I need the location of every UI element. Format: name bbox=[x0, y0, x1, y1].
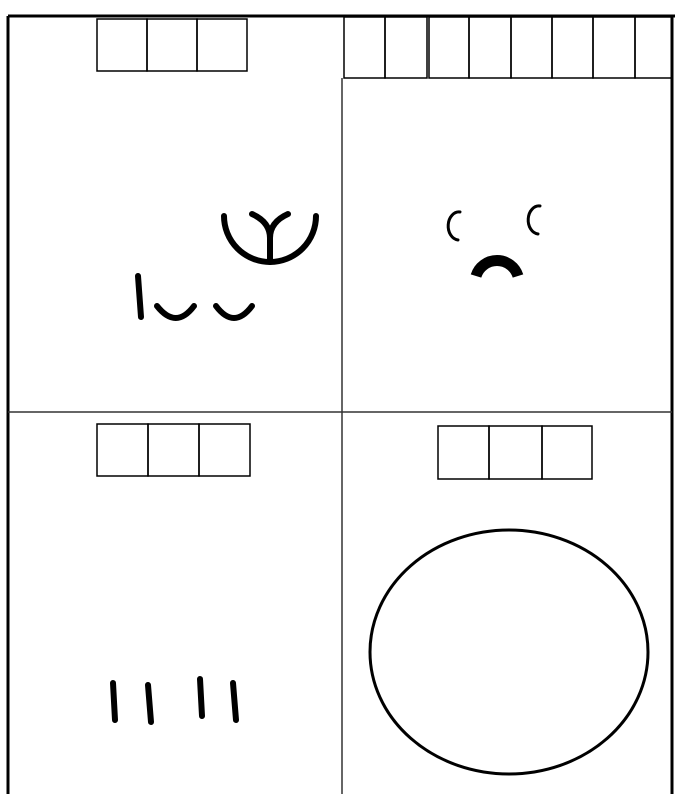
vertical-stroke bbox=[138, 276, 141, 317]
answer-box bbox=[438, 426, 489, 479]
left-eye-arc bbox=[448, 212, 460, 240]
box-row-top-left bbox=[97, 19, 247, 71]
face-figure bbox=[448, 206, 540, 276]
stroke-and-cups-figure bbox=[138, 276, 252, 318]
answer-box bbox=[429, 17, 469, 78]
mouth-arch bbox=[476, 261, 518, 276]
answer-box bbox=[542, 426, 592, 479]
box-row-top-right bbox=[344, 17, 672, 78]
cup-shape bbox=[157, 306, 194, 318]
answer-box bbox=[344, 17, 385, 78]
stroke-mark bbox=[200, 679, 202, 716]
panel-bottom-left bbox=[97, 424, 250, 722]
answer-box bbox=[552, 17, 593, 78]
answer-box bbox=[199, 424, 250, 476]
panel-top-right bbox=[344, 17, 672, 276]
answer-box bbox=[97, 424, 148, 476]
box-row-bottom-right bbox=[438, 426, 592, 479]
answer-box bbox=[635, 17, 672, 78]
answer-box bbox=[197, 19, 247, 71]
fork-prongs bbox=[252, 214, 288, 238]
ellipse-figure bbox=[370, 530, 648, 774]
panel-dividers bbox=[8, 78, 672, 794]
stroke-mark bbox=[233, 683, 236, 720]
answer-box bbox=[469, 17, 511, 78]
strokes-figure bbox=[113, 679, 236, 722]
fork-figure bbox=[224, 214, 316, 262]
cup-shape bbox=[216, 306, 252, 318]
answer-box bbox=[97, 19, 147, 71]
box-row-bottom-left bbox=[97, 424, 250, 476]
stroke-mark bbox=[148, 685, 151, 722]
panel-top-left bbox=[97, 19, 316, 318]
stroke-mark bbox=[113, 683, 115, 720]
right-eye-arc bbox=[528, 206, 540, 234]
answer-box bbox=[593, 17, 635, 78]
answer-box bbox=[148, 424, 199, 476]
answer-box bbox=[489, 426, 542, 479]
answer-box bbox=[147, 19, 197, 71]
panel-bottom-right bbox=[370, 426, 648, 774]
answer-box bbox=[385, 17, 427, 78]
answer-box bbox=[511, 17, 552, 78]
